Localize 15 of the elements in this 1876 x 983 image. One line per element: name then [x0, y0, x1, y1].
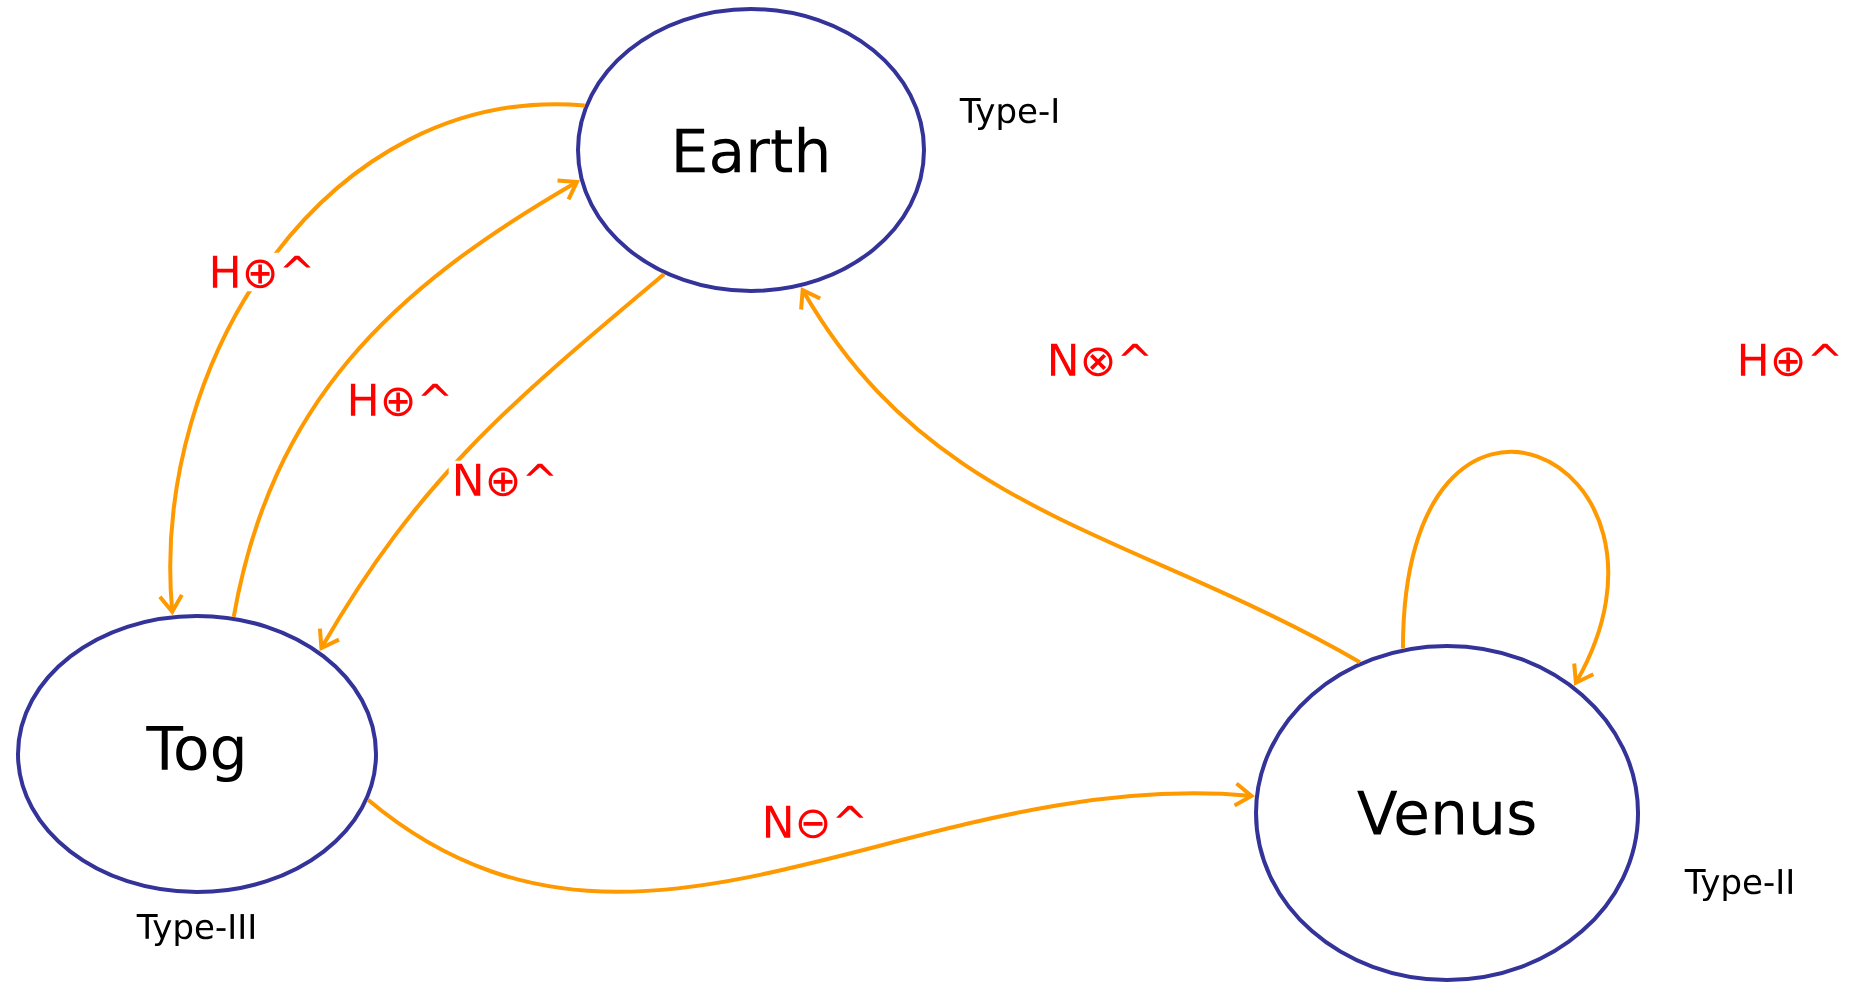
type-label: Type-III	[136, 914, 254, 946]
edge-label: H⊕^	[343, 380, 457, 420]
edge-label: N⊗^	[1043, 340, 1157, 380]
arrow	[799, 287, 1361, 664]
arrow	[158, 103, 585, 616]
arrow	[1400, 450, 1610, 686]
arrow	[231, 178, 580, 618]
edge-label: N⊕^	[448, 460, 562, 500]
edge-label: H⊕^	[1733, 340, 1847, 380]
arrow	[366, 782, 1255, 894]
type-label: Type-II	[1684, 869, 1792, 901]
arrow	[317, 272, 666, 652]
type-label: Type-I	[959, 98, 1057, 130]
edge-label: N⊖^	[758, 802, 872, 842]
edge-label: H⊕^	[205, 252, 319, 292]
